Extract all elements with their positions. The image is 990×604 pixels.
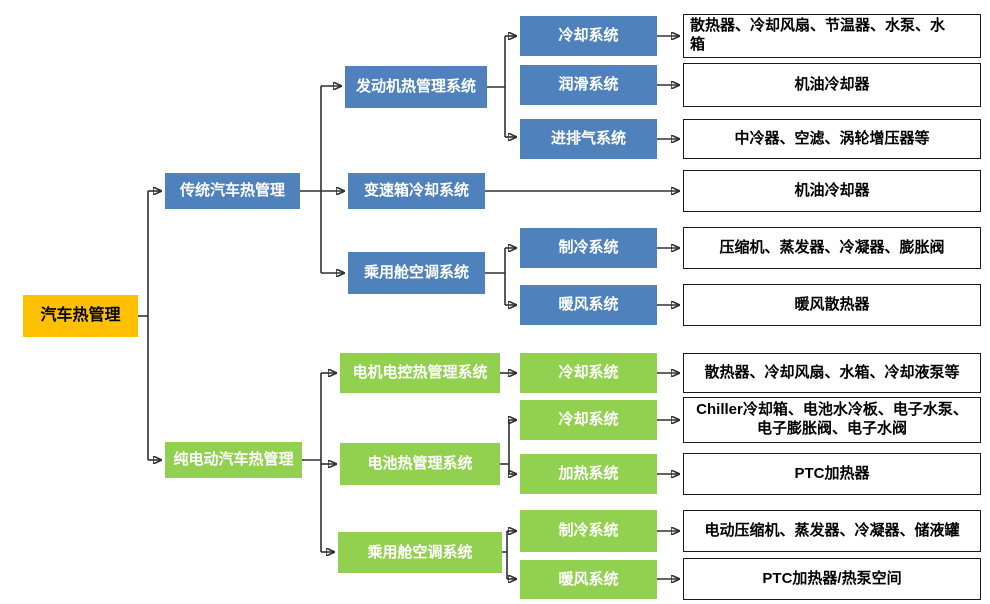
node-refrigeration-system-traditional: 制冷系统 — [520, 228, 657, 268]
node-traditional-thermal-mgmt: 传统汽车热管理 — [165, 173, 300, 209]
node-intake-exhaust-system: 进排气系统 — [520, 119, 657, 159]
leaf-gearbox-components: 机油冷却器 — [683, 170, 981, 212]
node-warm-air-system-traditional: 暖风系统 — [520, 285, 657, 325]
node-motor-controller-thermal-system: 电机电控热管理系统 — [340, 353, 500, 393]
leaf-battery-heating-components: PTC加热器 — [683, 453, 981, 495]
node-engine-thermal-system: 发动机热管理系统 — [345, 66, 487, 108]
node-motor-cooling-system: 冷却系统 — [520, 353, 657, 393]
node-battery-heating-system: 加热系统 — [520, 454, 657, 494]
leaf-refrigeration-components-ev: 电动压缩机、蒸发器、冷凝器、储液罐 — [683, 510, 981, 552]
leaf-intake-exhaust-components: 中冷器、空滤、涡轮增压器等 — [683, 119, 981, 159]
leaf-refrigeration-components-traditional: 压缩机、蒸发器、冷凝器、膨胀阀 — [683, 227, 981, 269]
node-automotive-thermal-mgmt: 汽车热管理 — [23, 295, 138, 337]
node-cabin-ac-system-ev: 乘用舱空调系统 — [338, 532, 502, 573]
leaf-engine-cooling-components: 散热器、冷却风扇、节温器、水泵、水箱 — [683, 14, 981, 58]
leaf-warm-air-components-traditional: 暖风散热器 — [683, 284, 981, 326]
node-lubrication-system: 润滑系统 — [520, 65, 657, 105]
node-cabin-ac-system-traditional: 乘用舱空调系统 — [348, 252, 485, 294]
leaf-battery-cooling-components: Chiller冷却箱、电池水冷板、电子水泵、电子膨胀阀、电子水阀 — [683, 397, 981, 443]
node-gearbox-cooling-system: 变速箱冷却系统 — [348, 173, 485, 209]
leaf-lubrication-components: 机油冷却器 — [683, 63, 981, 107]
node-ev-thermal-mgmt: 纯电动汽车热管理 — [165, 442, 302, 478]
leaf-motor-cooling-components: 散热器、冷却风扇、水箱、冷却液泵等 — [683, 353, 981, 393]
connectors — [138, 36, 679, 579]
leaf-text: 散热器、冷却风扇、节温器、水泵、水箱 — [690, 17, 946, 53]
leaf-warm-air-components-ev: PTC加热器/热泵空间 — [683, 558, 981, 600]
node-battery-cooling-system: 冷却系统 — [520, 400, 657, 440]
node-battery-thermal-system: 电池热管理系统 — [340, 443, 500, 485]
node-engine-cooling-system: 冷却系统 — [520, 16, 657, 56]
node-refrigeration-system-ev: 制冷系统 — [520, 510, 657, 552]
node-warm-air-system-ev: 暖风系统 — [520, 560, 657, 599]
